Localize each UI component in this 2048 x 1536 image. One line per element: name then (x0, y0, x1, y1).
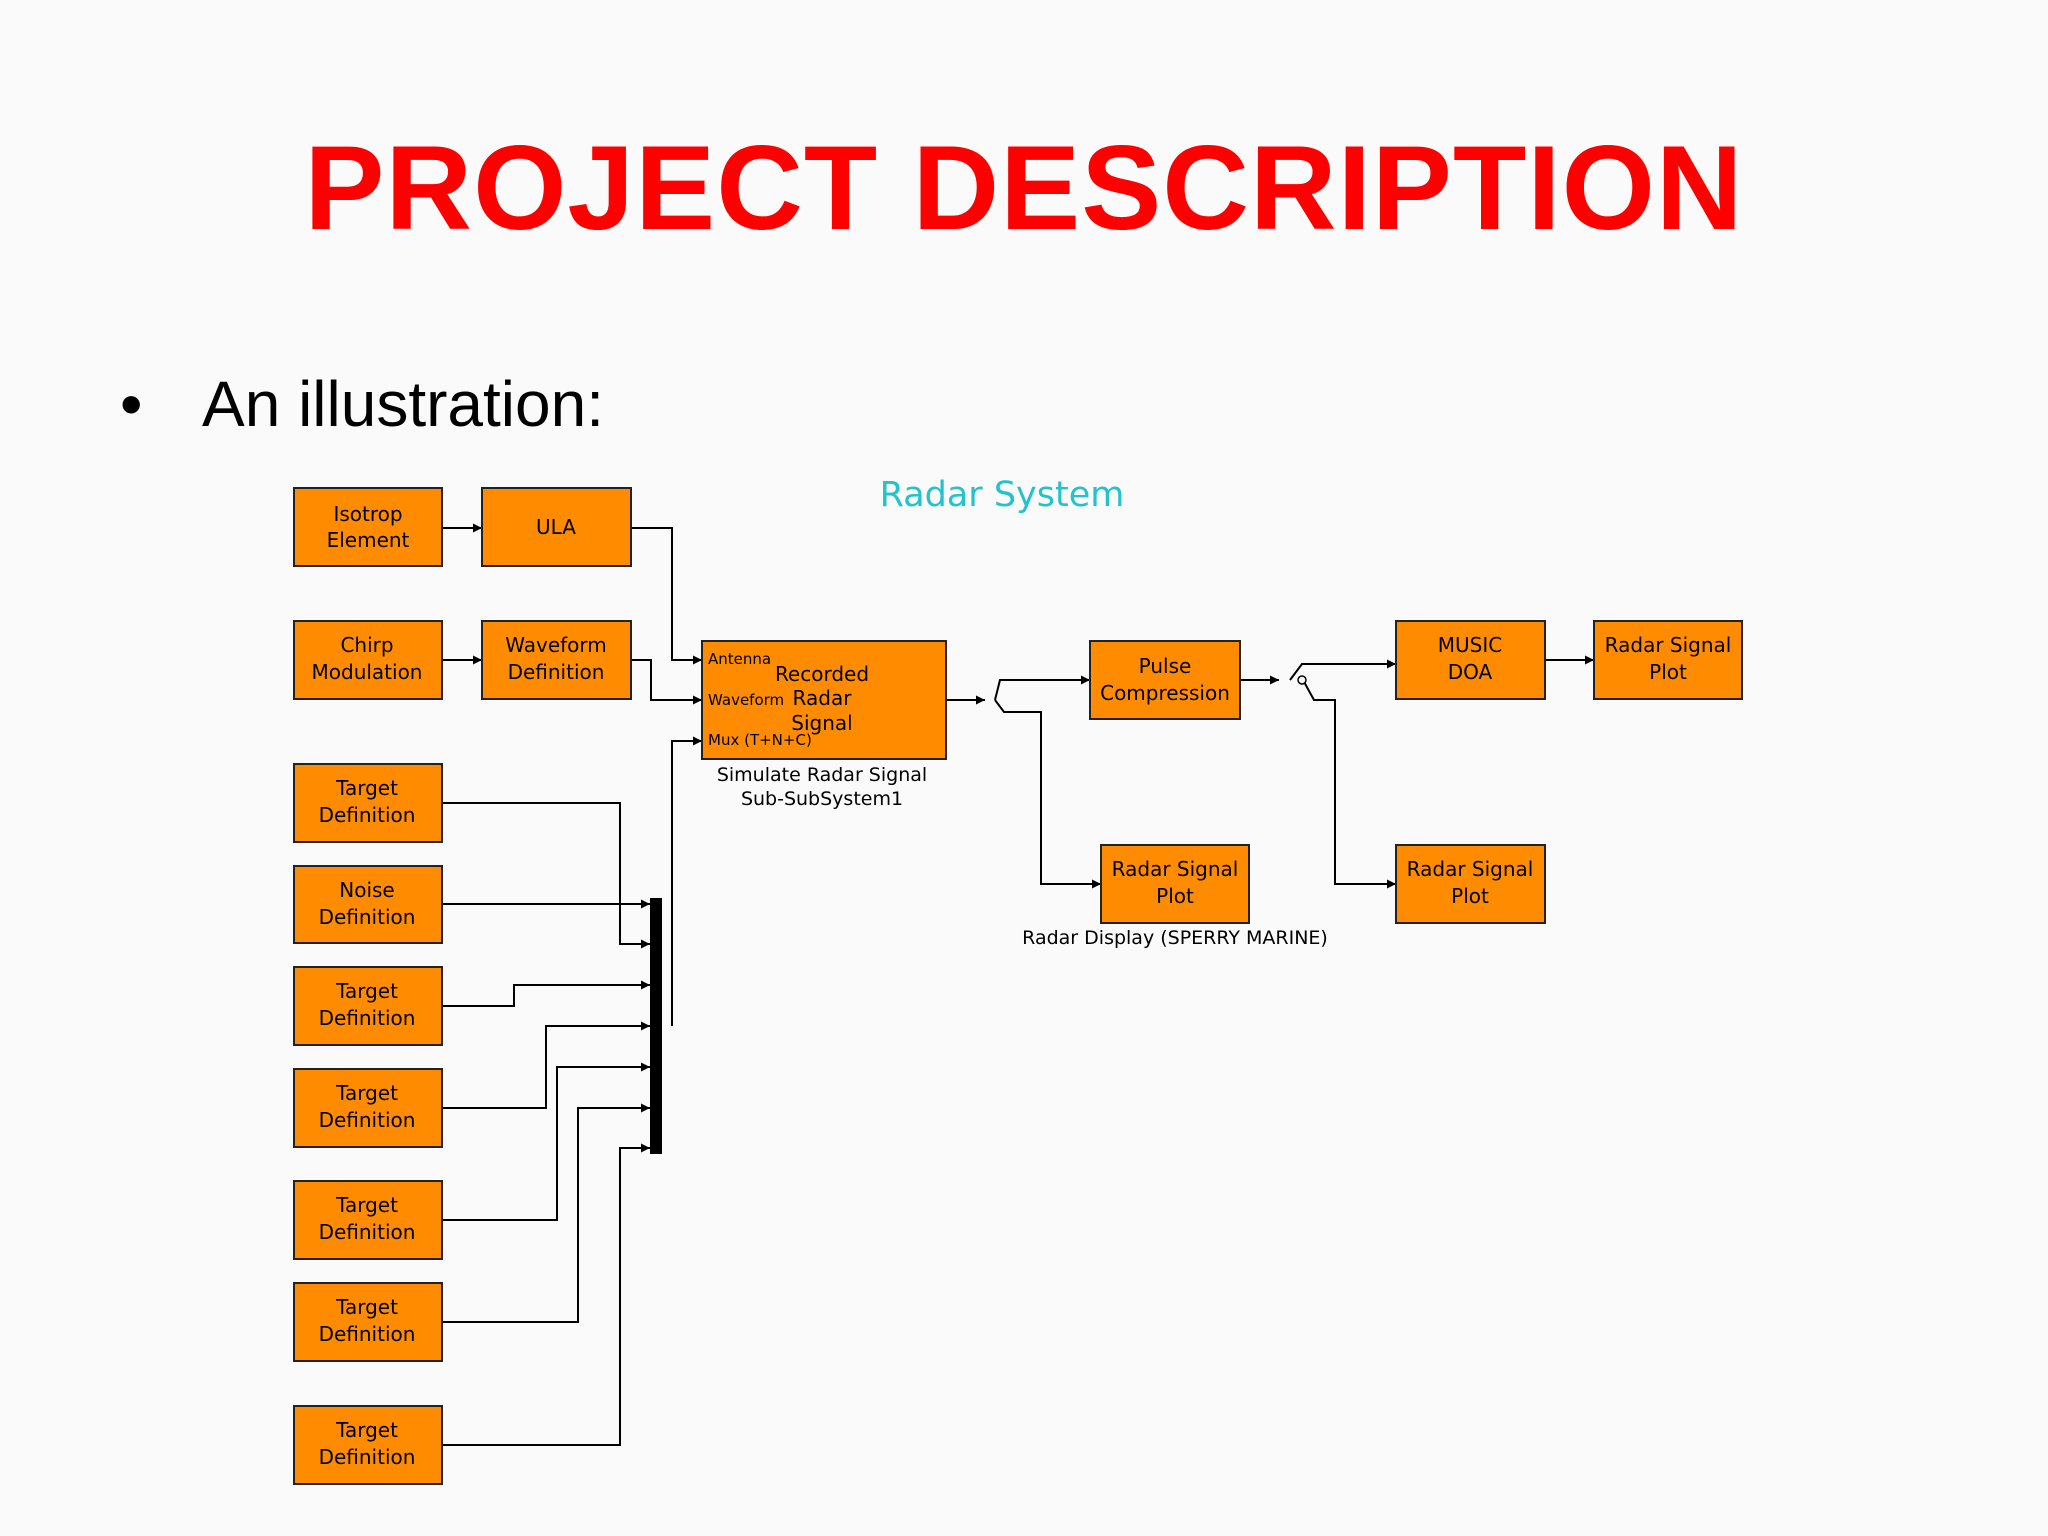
block-label-line1: Radar Signal (1407, 857, 1534, 881)
block-label-line1: Target (335, 776, 398, 800)
block-label-line2: Plot (1649, 660, 1687, 684)
radar-signal-plot-display-block[interactable]: Radar Signal Plot (1100, 844, 1250, 924)
block-label-line1: Pulse (1139, 654, 1192, 678)
block-label-line1: Radar Signal (1605, 633, 1732, 657)
block-label-line2: Definition (319, 1108, 416, 1132)
block-label-line1: Recorded (775, 662, 869, 686)
waveform-definition-block[interactable]: Waveform Definition (481, 620, 632, 700)
block-label-line1: Waveform (505, 633, 607, 657)
block-label-line2: Plot (1156, 884, 1194, 908)
block-label-line1: MUSIC (1438, 633, 1502, 657)
branch-point (1297, 675, 1307, 685)
block-label-line2: Definition (319, 1220, 416, 1244)
slide-title: PROJECT DESCRIPTION (304, 121, 1744, 255)
block-label-line2: Definition (319, 905, 416, 929)
bullet-text: An illustration: (202, 368, 604, 440)
block-label-line1: Target (335, 1081, 398, 1105)
wire-branch-pulse (994, 675, 1090, 701)
block-label-line1: Chirp (340, 633, 393, 657)
target-definition-block-5[interactable]: Target Definition (293, 1282, 443, 1362)
wire-target4-mux (442, 1062, 650, 1221)
port-antenna: Antenna (708, 650, 771, 668)
wire-target3-mux (442, 1021, 650, 1109)
wire-ula-sim (631, 527, 702, 665)
sim-caption-line2: Sub-SubSystem1 (741, 788, 903, 810)
block-label-line2: DOA (1448, 660, 1493, 684)
block-label-line3: Signal (791, 711, 852, 735)
block-label-line1: Noise (339, 878, 394, 902)
block-label-line2: Definition (319, 803, 416, 827)
port-mux: Mux (T+N+C) (708, 731, 812, 749)
wire-target6-mux (442, 1143, 650, 1446)
wire-branch-plot-right (1302, 679, 1396, 889)
radar-signal-plot-right-block[interactable]: Radar Signal Plot (1395, 844, 1546, 924)
block-label-line1: Target (335, 979, 398, 1003)
block-label-line2: Definition (319, 1322, 416, 1346)
wire-waveform-sim (631, 659, 702, 705)
block-label-line1: Radar Signal (1112, 857, 1239, 881)
ula-block[interactable]: ULA (481, 487, 632, 567)
block-label-line2: Modulation (312, 660, 423, 684)
block-label-line2: Element (327, 528, 410, 552)
wire-target5-mux (442, 1103, 650, 1323)
block-label-line2: Definition (508, 660, 605, 684)
music-doa-block[interactable]: MUSIC DOA (1395, 620, 1546, 700)
block-label-line1: Target (335, 1193, 398, 1217)
block-label-line1: Target (335, 1295, 398, 1319)
noise-definition-block[interactable]: Noise Definition (293, 865, 443, 944)
target-definition-block-1[interactable]: Target Definition (293, 763, 443, 843)
block-label-line2: Definition (319, 1445, 416, 1469)
block-label-line2: Definition (319, 1006, 416, 1030)
block-label: ULA (536, 515, 576, 539)
simulate-radar-signal-block[interactable]: Antenna Waveform Mux (T+N+C) Recorded Ra… (701, 640, 947, 760)
system-title: Radar System (880, 475, 1125, 515)
wire-branch-music (1289, 659, 1396, 681)
isotrop-element-block[interactable]: Isotrop Element (293, 487, 443, 567)
target-definition-block-4[interactable]: Target Definition (293, 1180, 443, 1260)
target-definition-block-3[interactable]: Target Definition (293, 1068, 443, 1148)
pulse-compression-block[interactable]: Pulse Compression (1089, 640, 1241, 720)
wire-target2-mux (442, 980, 650, 1007)
wire-target1-mux (442, 802, 650, 949)
block-label-line2: Plot (1451, 884, 1489, 908)
wire-mux-sim (671, 736, 702, 1026)
block-label-line2: Radar (793, 686, 853, 710)
mux-bar (650, 898, 662, 1154)
bullet-item: •An illustration: (120, 372, 604, 436)
target-definition-block-2[interactable]: Target Definition (293, 966, 443, 1046)
target-definition-block-6[interactable]: Target Definition (293, 1405, 443, 1485)
block-label-line2: Compression (1100, 681, 1230, 705)
sim-caption-line1: Simulate Radar Signal (717, 764, 927, 786)
display-caption: Radar Display (SPERRY MARINE) (1022, 927, 1328, 949)
block-label-line1: Isotrop (333, 502, 402, 526)
radar-signal-plot-top-block[interactable]: Radar Signal Plot (1593, 620, 1743, 700)
wire-branch-display (994, 699, 1101, 889)
bullet-symbol: • (120, 368, 143, 440)
block-label-line1: Target (335, 1418, 398, 1442)
connection-wires (442, 523, 1594, 1446)
chirp-modulation-block[interactable]: Chirp Modulation (293, 620, 443, 700)
port-waveform: Waveform (708, 691, 784, 709)
